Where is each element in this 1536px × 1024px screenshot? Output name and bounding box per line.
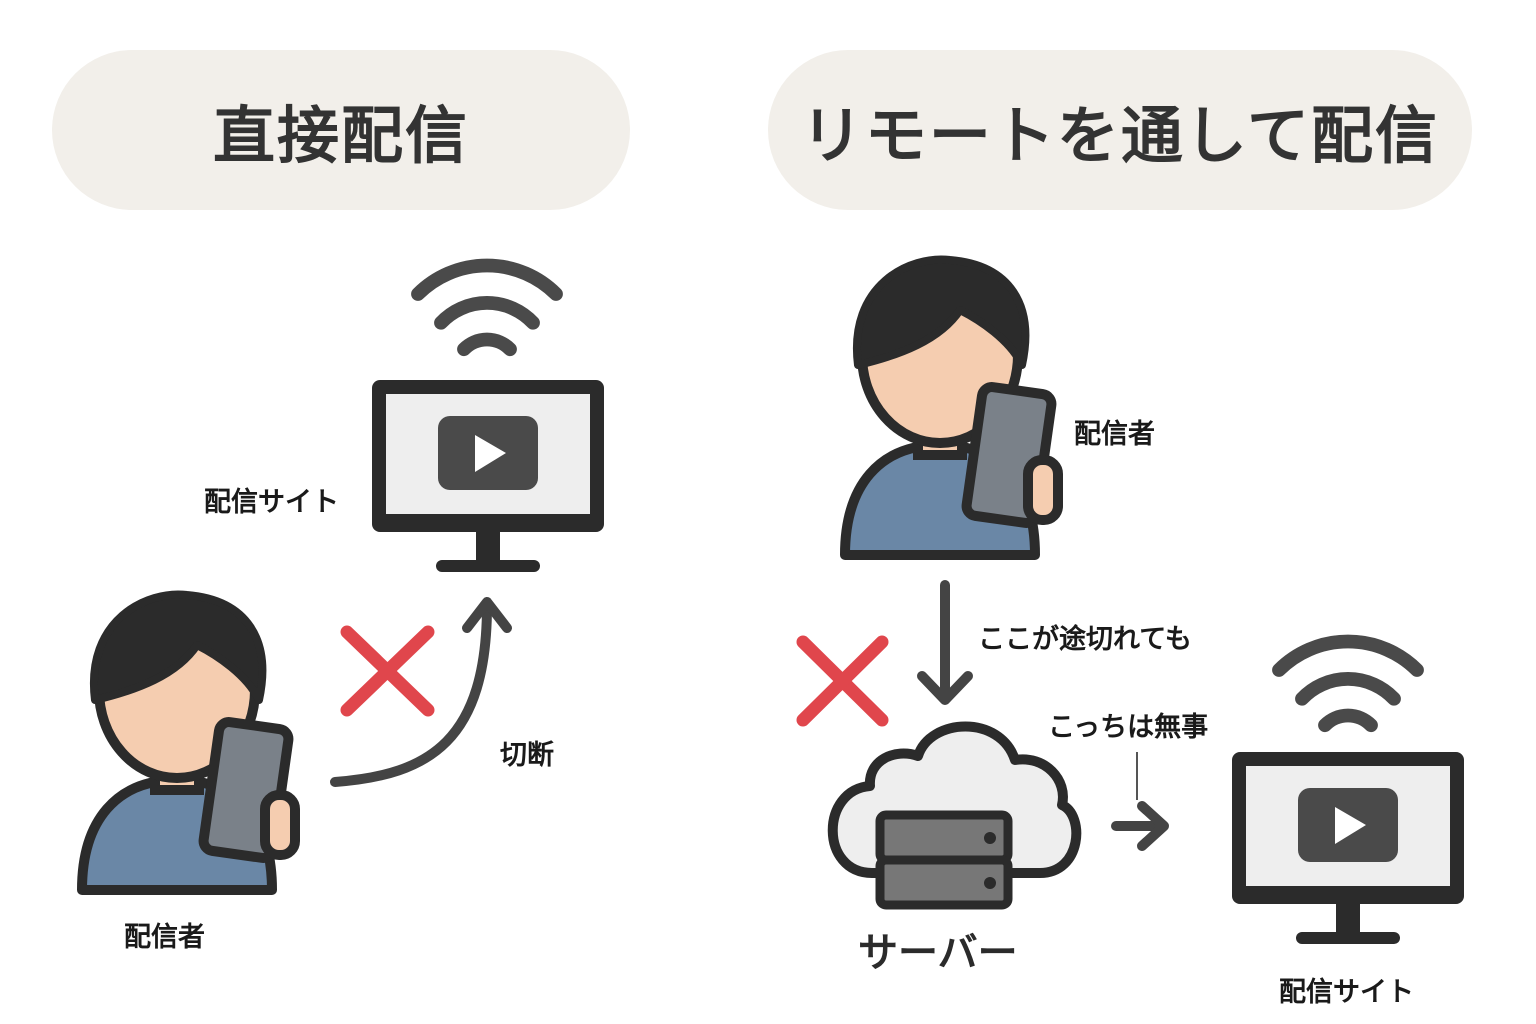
right-broadcaster-label: 配信者 — [1074, 419, 1155, 450]
right-site-label: 配信サイト — [1279, 977, 1414, 1008]
right-broadcaster-person-icon — [845, 259, 1058, 555]
left-broadcaster-label: 配信者 — [124, 922, 205, 953]
right-streaming-site-monitor-icon — [1232, 752, 1464, 944]
remote-streaming-title: リモートを通して配信 — [768, 50, 1472, 210]
left-broadcaster-person-icon — [82, 594, 295, 890]
right-arrow-icon — [1111, 801, 1169, 851]
direct-streaming-title-text: 直接配信 — [212, 99, 469, 172]
remote-streaming-title-text: リモートを通して配信 — [800, 99, 1440, 172]
break-note-label: ここが途切れても — [978, 624, 1192, 655]
right-down-arrow-icon — [917, 580, 973, 705]
left-wifi-icon — [418, 265, 556, 349]
left-site-label: 配信サイト — [204, 487, 339, 518]
direct-streaming-title: 直接配信 — [52, 50, 630, 210]
left-streaming-site-monitor-icon — [372, 380, 604, 572]
server-icon — [875, 810, 1013, 910]
right-wifi-icon — [1279, 641, 1417, 725]
left-disconnected-arrow-icon — [330, 597, 512, 787]
disconnect-label: 切断 — [500, 740, 554, 771]
left-cross-icon — [340, 625, 435, 717]
server-label: サーバー — [858, 930, 1018, 976]
safe-note-label: こっちは無事 — [1048, 712, 1209, 743]
right-cross-icon — [796, 635, 889, 727]
